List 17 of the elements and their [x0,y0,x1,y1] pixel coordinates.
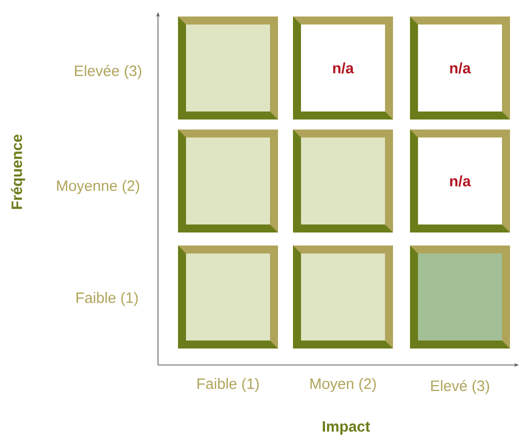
matrix-cell [178,246,278,348]
matrix-cell [293,130,393,232]
matrix-cell [410,246,510,348]
matrix-cell: n/a [410,130,510,232]
matrix-cell: n/a [293,16,393,120]
axis-label: Moyenne (2) [57,180,140,194]
matrix-cell [293,246,393,348]
axis-title: Impact [322,421,370,435]
matrix-cell [178,16,278,120]
axis-label: Moyen (2) [310,378,376,392]
matrix-cell [178,130,278,232]
axis-label: Faible (1) [76,292,138,306]
axis-label: Elevé (3) [431,380,490,394]
axis-title: Fréquence [10,134,26,209]
matrix-cell: n/a [410,16,510,120]
axis-label: Elevée (3) [75,64,142,80]
axis-label: Faible (1) [198,378,259,392]
